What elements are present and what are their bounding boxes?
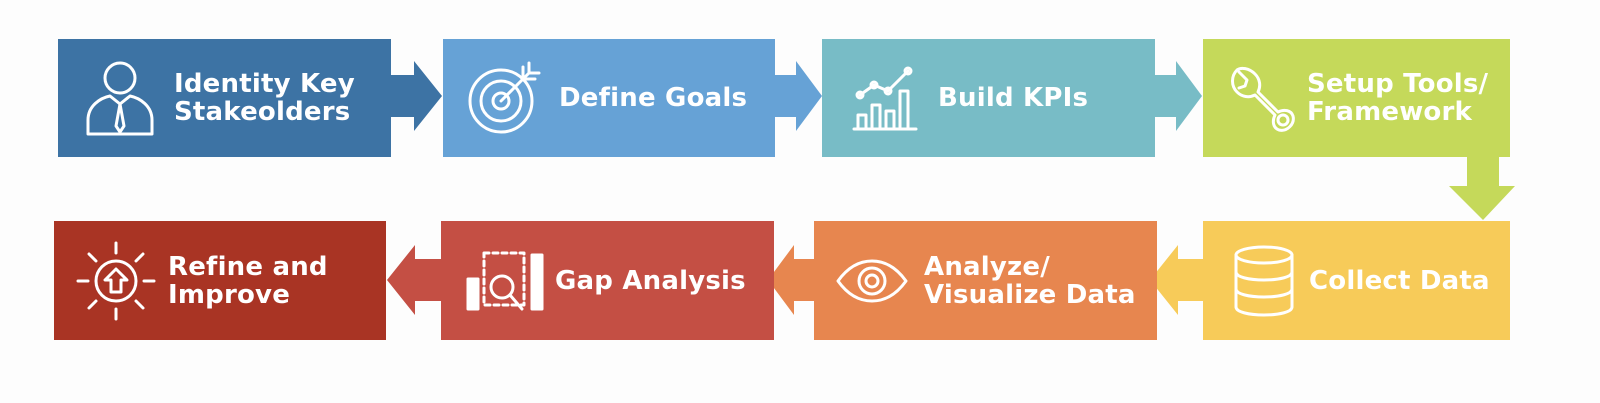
person-tie-icon — [84, 60, 156, 136]
step-build-kpis: Build KPIs — [822, 39, 1155, 157]
bar-chart-icon — [852, 65, 918, 131]
arrow-right — [1154, 61, 1204, 131]
step-label: Gap Analysis — [555, 265, 746, 296]
step-setup-tools: Setup Tools/ Framework — [1203, 39, 1510, 157]
step-refine-improve: Refine and Improve — [54, 221, 386, 340]
step-analyze-visualize: Analyze/ Visualize Data — [814, 221, 1157, 340]
arrow-right — [774, 61, 824, 131]
magnifier-chart-icon — [465, 249, 547, 313]
step-label: Collect Data — [1309, 265, 1490, 296]
step-collect-data: Collect Data — [1203, 221, 1510, 340]
step-label: Build KPIs — [938, 83, 1089, 113]
wrench-icon — [1229, 64, 1297, 132]
step-label: Setup Tools/ Framework — [1307, 69, 1489, 127]
arrow-left — [766, 245, 818, 315]
step-define-goals: Define Goals — [443, 39, 775, 157]
arrow-left — [1148, 245, 1206, 315]
step-label: Refine and Improve — [168, 251, 328, 310]
arrow-left — [385, 245, 443, 315]
target-icon — [467, 61, 541, 135]
step-label: Analyze/ Visualize Data — [924, 251, 1136, 310]
arrow-down — [1447, 156, 1517, 222]
arrow-right — [390, 61, 444, 131]
database-icon — [1231, 245, 1297, 317]
lightbulb-arrow-icon — [74, 239, 158, 323]
step-label: Define Goals — [559, 83, 748, 113]
step-gap-analysis: Gap Analysis — [441, 221, 774, 340]
eye-icon — [836, 259, 908, 303]
step-identify-stakeholders: Identity Key Stakeolders — [58, 39, 391, 157]
step-label: Identity Key Stakeolders — [174, 69, 355, 127]
